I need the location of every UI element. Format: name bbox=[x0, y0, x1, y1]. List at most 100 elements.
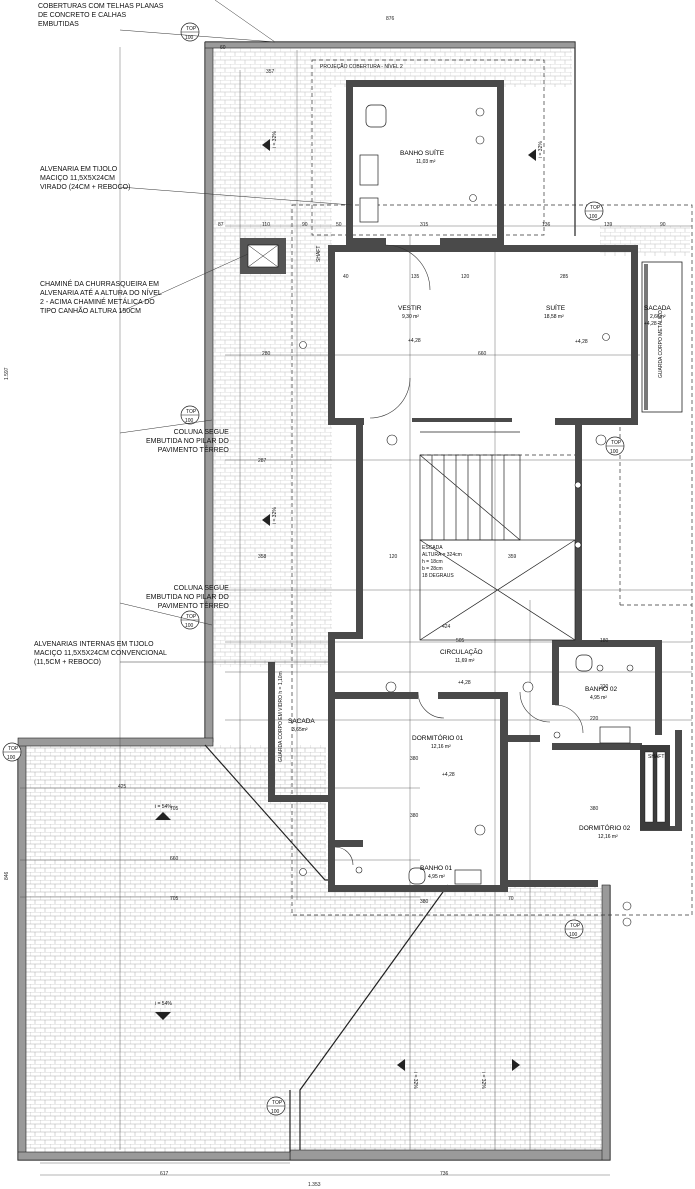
slope-arrow-icon bbox=[397, 1059, 405, 1071]
svg-text:70: 70 bbox=[508, 896, 514, 902]
room-area: 3,65m² bbox=[292, 727, 308, 733]
svg-text:i = 54%: i = 54% bbox=[155, 1001, 172, 1007]
svg-text:380: 380 bbox=[410, 813, 419, 819]
dimension-labels: 876 60 357 87 110 90 50 315 136 139 90 4… bbox=[4, 16, 666, 1188]
svg-text:87: 87 bbox=[218, 222, 224, 228]
room-area: 2,66m² bbox=[650, 314, 666, 320]
svg-text:100: 100 bbox=[185, 418, 194, 424]
room-name: BANHO SUÍTE bbox=[400, 148, 445, 157]
svg-text:505: 505 bbox=[456, 638, 465, 644]
room-name: SACADA bbox=[644, 305, 671, 312]
svg-text:TOP: TOP bbox=[611, 440, 622, 446]
top-marker-label: TOP bbox=[186, 26, 197, 32]
svg-text:136: 136 bbox=[542, 222, 551, 228]
slope-arrows bbox=[155, 139, 536, 1071]
svg-text:705: 705 bbox=[170, 806, 179, 812]
shaft-label-2: SHAFT bbox=[648, 754, 664, 760]
room-labels: BANHO SUÍTE 11,03 m² VESTIR 9,30 m² SUÍT… bbox=[288, 148, 671, 880]
svg-text:1.353: 1.353 bbox=[308, 1182, 321, 1188]
svg-text:380: 380 bbox=[590, 806, 599, 812]
svg-text:120: 120 bbox=[461, 274, 470, 280]
svg-text:40: 40 bbox=[343, 274, 349, 280]
roof-lower-mid bbox=[290, 885, 610, 1160]
shaft-label: SHAFT bbox=[316, 246, 322, 262]
room-area: 4,95 m² bbox=[428, 874, 445, 880]
svg-text:ESCADA: ESCADA bbox=[422, 545, 443, 551]
svg-text:i = 32%: i = 32% bbox=[272, 507, 278, 524]
room-area: 4,95 m² bbox=[590, 695, 607, 701]
svg-text:+4,28: +4,28 bbox=[644, 321, 657, 327]
svg-text:60: 60 bbox=[220, 45, 226, 51]
svg-text:120: 120 bbox=[389, 554, 398, 560]
note-leaders bbox=[119, 0, 353, 663]
svg-text:b = 28cm: b = 28cm bbox=[422, 566, 443, 572]
room-name: SUÍTE bbox=[546, 303, 566, 312]
svg-text:+4,28: +4,28 bbox=[575, 339, 588, 345]
slope-arrow-icon bbox=[262, 139, 270, 151]
svg-text:280: 280 bbox=[262, 351, 271, 357]
chimney bbox=[240, 238, 286, 274]
roof-outline bbox=[17, 41, 611, 1161]
room-name: SACADA bbox=[288, 718, 315, 725]
misc-labels: PROJEÇÃO COBERTURA - NÍVEL 2 SHAFT SHAFT… bbox=[278, 63, 664, 778]
slope-arrow-icon bbox=[512, 1059, 520, 1071]
svg-text:287: 287 bbox=[258, 458, 267, 464]
room-name: DORMITÓRIO 02 bbox=[579, 823, 631, 832]
svg-text:TOP: TOP bbox=[186, 614, 197, 620]
svg-text:90: 90 bbox=[302, 222, 308, 228]
svg-text:1.597: 1.597 bbox=[4, 367, 10, 380]
svg-text:100: 100 bbox=[185, 623, 194, 629]
room-name: BANHO 01 bbox=[420, 865, 453, 872]
svg-text:736: 736 bbox=[440, 1171, 449, 1177]
room-area: 12,16 m² bbox=[598, 834, 618, 840]
projection-label: PROJEÇÃO COBERTURA - NÍVEL 2 bbox=[320, 63, 403, 70]
room-area: 11,69 m² bbox=[455, 658, 475, 664]
svg-text:ALTURA = 324cm: ALTURA = 324cm bbox=[422, 552, 462, 558]
svg-text:100: 100 bbox=[589, 214, 598, 220]
svg-text:i = 32%: i = 32% bbox=[480, 1072, 486, 1089]
svg-text:876: 876 bbox=[386, 16, 395, 22]
room-name: CIRCULAÇÃO bbox=[440, 647, 483, 656]
svg-text:380: 380 bbox=[420, 899, 429, 905]
glass-guard-label: GUARDA CORPO EM VIDRO h = 1,10m bbox=[278, 671, 284, 762]
svg-text:100: 100 bbox=[610, 449, 619, 455]
svg-text:315: 315 bbox=[420, 222, 429, 228]
slope-arrow-icon bbox=[155, 1012, 171, 1020]
slope-arrow-icon bbox=[155, 812, 171, 820]
svg-text:i = 32%: i = 32% bbox=[272, 131, 278, 148]
slope-arrow-icon bbox=[262, 514, 270, 526]
svg-text:660: 660 bbox=[170, 856, 179, 862]
bathroom-fixtures bbox=[359, 104, 631, 885]
svg-text:139: 139 bbox=[604, 222, 613, 228]
roof-lower-left bbox=[26, 745, 326, 1155]
svg-text:i = 54%: i = 54% bbox=[155, 804, 172, 810]
shaft bbox=[640, 745, 670, 830]
svg-text:424: 424 bbox=[442, 624, 451, 630]
svg-text:357: 357 bbox=[266, 69, 275, 75]
svg-text:50: 50 bbox=[336, 222, 342, 228]
svg-text:TOP: TOP bbox=[570, 923, 581, 929]
svg-text:+4,28: +4,28 bbox=[458, 680, 471, 686]
svg-text:i = 32%: i = 32% bbox=[538, 141, 544, 158]
svg-text:220: 220 bbox=[590, 716, 599, 722]
svg-text:i = 32%: i = 32% bbox=[412, 1072, 418, 1089]
svg-text:705: 705 bbox=[170, 896, 179, 902]
symbols bbox=[299, 107, 634, 927]
guard-rail-label: GUARDA CORPO METÁLICO bbox=[657, 310, 664, 378]
room-area: 12,16 m² bbox=[431, 744, 451, 750]
svg-text:18 DEGRAUS: 18 DEGRAUS bbox=[422, 573, 454, 579]
svg-text:358: 358 bbox=[258, 554, 267, 560]
room-name: DORMITÓRIO 01 bbox=[412, 733, 464, 742]
svg-text:846: 846 bbox=[4, 871, 10, 880]
svg-text:617: 617 bbox=[160, 1171, 169, 1177]
stair-notes: ESCADA ALTURA = 324cm h = 18cm b = 28cm … bbox=[422, 545, 462, 579]
staircase bbox=[419, 431, 576, 641]
top-marker-icon: TOP 100 bbox=[605, 436, 625, 456]
